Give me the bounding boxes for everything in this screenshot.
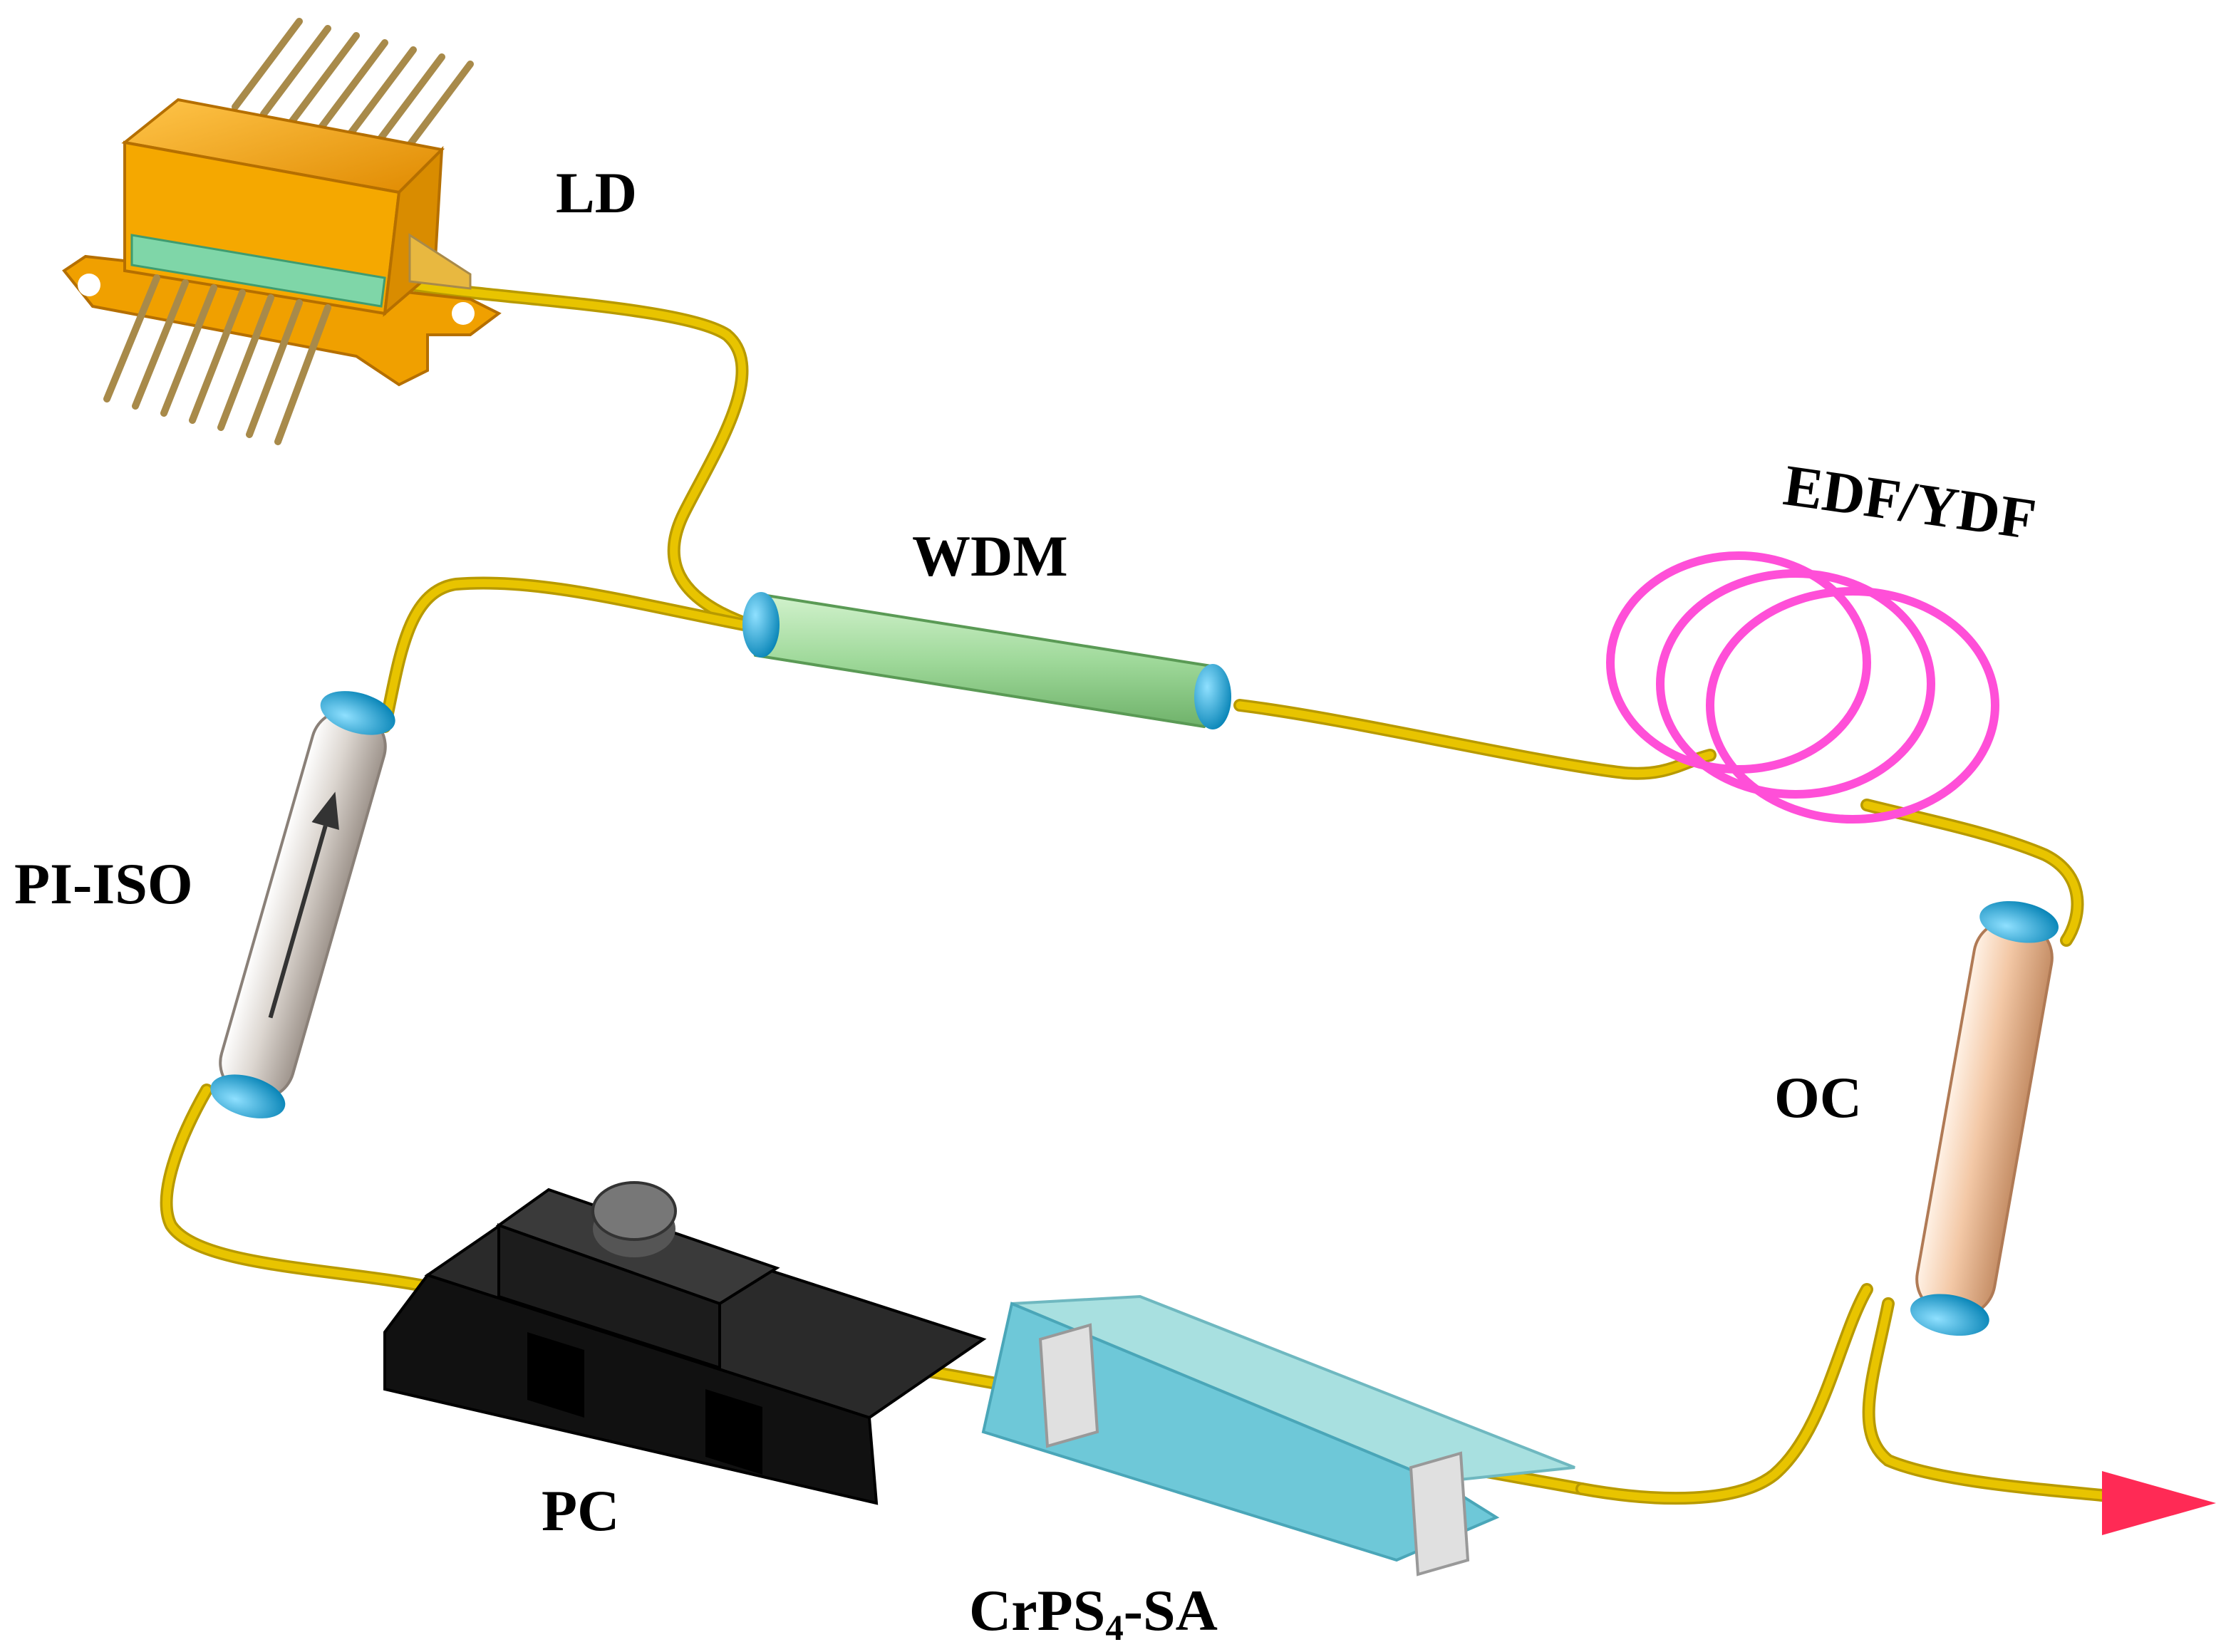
wdm-body: [748, 593, 1222, 729]
fiber-wdm-to-isolator: [380, 578, 760, 731]
wdm-cap-left: [742, 592, 780, 658]
isolator-cap-top: [320, 691, 395, 735]
label-crps4-sa: CrPS4-SA: [969, 1581, 1218, 1646]
label-oc: OC: [1774, 1065, 1862, 1130]
ld-bottom-pins: [103, 274, 331, 445]
sa-clamp-right: [1409, 1451, 1470, 1576]
label-ld: LD: [556, 160, 637, 225]
fiber-ld-to-wdm: [409, 281, 760, 631]
pc-slot-2: [705, 1389, 762, 1475]
label-crps4-subscript: 4: [1105, 1608, 1124, 1648]
pc-knob-top: [591, 1181, 677, 1241]
sa-clamp-left: [1038, 1323, 1099, 1448]
gain-fiber-coil: [1606, 551, 1999, 824]
isolator-direction-arrow-shaft: [268, 825, 328, 1019]
ld-mount-hole-right: [452, 302, 475, 325]
output-arrow: [2102, 1471, 2216, 1535]
label-pi-iso: PI-ISO: [14, 851, 193, 916]
sa-substrate-front: [981, 1302, 1500, 1562]
label-crps4-suffix: -SA: [1123, 1578, 1218, 1643]
ld-mount-hole-left: [78, 274, 100, 296]
fiber-isolator-to-pc: [162, 1086, 446, 1294]
oc-cap-top: [1979, 901, 2059, 943]
fiber-paths: [160, 279, 2116, 1505]
oc-body: [1915, 919, 2054, 1318]
wdm-cap-right: [1194, 664, 1231, 729]
coil-loop-2: [1656, 569, 1935, 799]
fiber-output: [1865, 1299, 2113, 1500]
pc-block-front: [497, 1223, 721, 1370]
isolator: [210, 691, 395, 1118]
polarization-controller: [383, 1181, 987, 1505]
ld-base-strip: [130, 234, 386, 308]
label-pc: PC: [542, 1478, 620, 1543]
pc-slot-1: [527, 1332, 584, 1418]
label-wdm: WDM: [912, 524, 1068, 588]
saturable-absorber: [981, 1294, 1575, 1576]
laser-diode: [62, 18, 502, 445]
isolator-direction-arrow-head: [311, 791, 339, 830]
output-coupler: [1910, 901, 2059, 1336]
ld-nozzle: [408, 233, 472, 290]
coil-loop-3: [1706, 587, 1999, 824]
fiber-wdm-to-coil: [1236, 701, 1714, 778]
label-crps4-main: CrPS: [969, 1578, 1106, 1643]
fiber-isolator-to-pc-edge: [160, 1084, 448, 1296]
isolator-cap-bottom: [210, 1074, 286, 1118]
wdm-coupler: [742, 592, 1231, 729]
oc-cap-bottom: [1910, 1294, 1989, 1336]
fiber-sa-to-oc: [1578, 1285, 1871, 1502]
ld-top-pins: [232, 18, 474, 153]
fiber-coil-to-oc: [1863, 801, 2081, 945]
